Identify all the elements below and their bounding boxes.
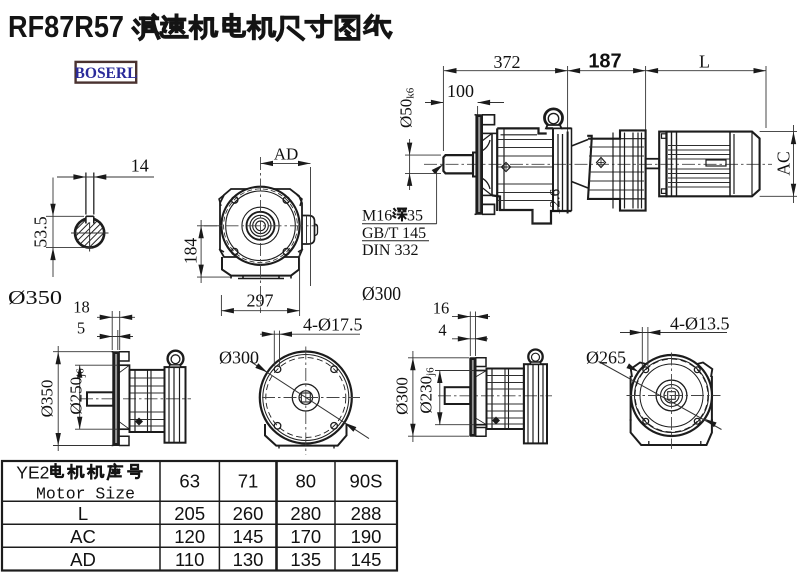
svg-text:Ø350: Ø350 [38,380,57,418]
svg-text:16: 16 [433,299,450,318]
svg-text:L: L [78,503,88,524]
svg-text:Ø300: Ø300 [362,283,401,305]
svg-text:GB/T 145: GB/T 145 [362,225,426,242]
svg-text:YE2: YE2 [16,463,49,483]
svg-text:170: 170 [290,526,321,547]
svg-text:5: 5 [77,319,85,338]
svg-text:260: 260 [233,503,264,524]
svg-text:63: 63 [179,471,200,492]
svg-text:DIN 332: DIN 332 [362,242,418,259]
svg-text:4-Ø13.5: 4-Ø13.5 [670,314,730,334]
svg-text:80: 80 [296,471,317,492]
svg-text:205: 205 [174,503,205,524]
svg-text:Motor Size: Motor Size [36,485,135,504]
svg-text:190: 190 [351,526,382,547]
svg-text:12.6: 12.6 [548,188,564,215]
svg-text:135: 135 [290,549,321,570]
svg-text:372: 372 [494,52,521,72]
svg-text:M16: M16 [362,208,392,225]
svg-text:Ø230j6: Ø230j6 [417,367,437,414]
svg-text:100: 100 [447,81,474,101]
svg-text:35: 35 [407,208,423,225]
svg-text:187: 187 [588,51,621,73]
svg-text:145: 145 [233,526,264,547]
svg-text:Ø300: Ø300 [393,377,412,415]
svg-text:AC: AC [774,151,794,175]
svg-text:Ø350: Ø350 [8,287,62,309]
svg-text:14: 14 [131,156,149,176]
svg-text:18: 18 [73,298,90,317]
svg-text:71: 71 [238,471,259,492]
svg-text:130: 130 [233,549,264,570]
svg-text:280: 280 [290,503,321,524]
svg-text:297: 297 [247,291,274,311]
svg-text:145: 145 [351,549,382,570]
svg-text:90S: 90S [350,471,383,492]
svg-text:Ø250j6: Ø250j6 [67,368,87,415]
svg-text:AC: AC [70,526,96,547]
svg-text:120: 120 [174,526,205,547]
svg-text:288: 288 [351,503,382,524]
svg-text:53.5: 53.5 [31,216,51,248]
svg-text:184: 184 [181,238,201,265]
svg-text:110: 110 [175,549,205,570]
svg-text:Ø300: Ø300 [219,348,259,368]
svg-text:Ø265: Ø265 [586,348,626,368]
svg-text:Ø50k6: Ø50k6 [397,87,417,128]
svg-text:L: L [699,52,710,72]
svg-text:AD: AD [274,145,299,164]
svg-text:BOSERL: BOSERL [75,65,138,82]
svg-text:4: 4 [438,321,446,340]
svg-text:RF87R57: RF87R57 [8,10,124,44]
svg-text:4-Ø17.5: 4-Ø17.5 [303,315,363,335]
svg-text:AD: AD [70,549,96,570]
